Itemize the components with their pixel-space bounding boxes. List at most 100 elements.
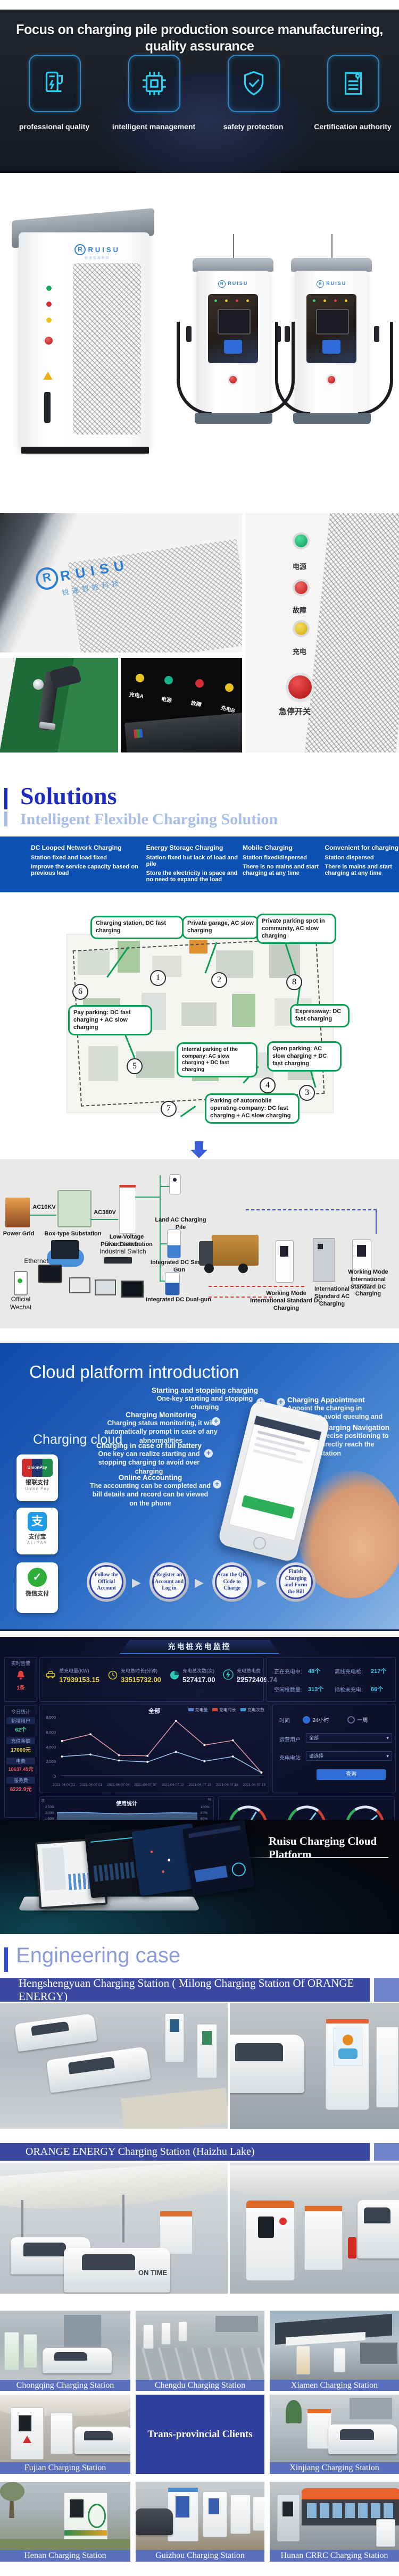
bell-icon	[17, 1671, 24, 1680]
charging-gun[interactable]	[374, 326, 379, 342]
stat-value: 17939153.15	[59, 1676, 99, 1684]
connector-line	[135, 1197, 160, 1198]
feature-title: Starting and stopping charging	[151, 1386, 259, 1394]
ac-mode-label: International Standard AC Charging	[314, 1286, 350, 1307]
pile-display[interactable]	[218, 309, 251, 334]
mini-light-label: 充电A	[129, 692, 144, 700]
red-dashed-line	[209, 1297, 272, 1298]
cabinet-card-reader[interactable]	[44, 392, 51, 423]
charger-shape	[23, 2334, 37, 2368]
stat-value: 527417.00	[182, 1676, 215, 1684]
dc-charger-photo	[276, 1240, 294, 1283]
charger-shape	[304, 2205, 343, 2270]
map-dot	[161, 1870, 165, 1874]
tick: 8,000	[46, 1715, 56, 1720]
charging-gun[interactable]	[285, 326, 290, 342]
strip-column-1: DC Looped Network Charging Station fixed…	[0, 837, 146, 892]
case-photo-haizhu-2	[230, 2163, 399, 2294]
charger-top-stripe	[326, 2019, 369, 2023]
mini-light-red	[195, 679, 204, 688]
cabinet-emergency-button[interactable]	[45, 337, 53, 345]
pile-body: R RUISU	[196, 271, 270, 414]
panel-screen-edge	[124, 712, 242, 752]
gun-stats-panel: 正在充电中: 48个 离线充电枪: 217个 空闲枪数量: 313个 插枪未充电…	[266, 1657, 396, 1702]
tick: 1,500	[45, 1817, 54, 1820]
pile-emergency-button[interactable]	[328, 376, 335, 383]
map-marker: 5	[127, 1058, 143, 1074]
charger-shape	[178, 2321, 187, 2341]
app-green-button[interactable]	[241, 1495, 295, 1519]
tick: 2021-04-06 22	[53, 1783, 76, 1787]
feature-full-battery: Charging in case of full battery One key…	[96, 1442, 202, 1476]
radio-label: 24小时	[312, 1718, 329, 1724]
lv-label: Low-Voltage Power Distribution	[101, 1234, 153, 1248]
query-button[interactable]: 查询	[317, 1769, 386, 1780]
step-arrow-icon: ▶	[132, 1576, 141, 1589]
charger-shape	[277, 2495, 300, 2541]
feature-label: Certification authority	[314, 122, 392, 131]
pile-screen-panel	[306, 294, 356, 363]
charger-top-stripe	[246, 2201, 294, 2208]
screen-line	[188, 1825, 241, 1838]
radio-week[interactable]: 一周	[347, 1715, 368, 1725]
radio-dot	[347, 1716, 355, 1724]
charger-shape	[11, 2407, 44, 2460]
radio-24h[interactable]: 24小时	[303, 1715, 329, 1725]
charger-screen	[176, 2496, 189, 2518]
canopy-shape	[230, 2165, 399, 2197]
gauge-dial	[346, 1805, 384, 1820]
tick: 2021-04-07 16	[215, 1783, 238, 1787]
solution-bubble: Charging station, DC fast charging	[90, 916, 184, 939]
cloud-platform-banner: Ruisu Charging Cloud Platform	[0, 1820, 399, 1934]
canopy-pole	[21, 2200, 23, 2253]
car-window	[235, 2043, 283, 2061]
stat-value: 33515732.00	[121, 1676, 161, 1684]
charging-gun[interactable]	[186, 326, 192, 342]
charger-shape	[326, 2019, 369, 2110]
pile-blue-sticker	[224, 340, 242, 354]
charger-shape	[161, 2322, 171, 2345]
user-select[interactable]: 全部▾	[306, 1733, 392, 1743]
charger-shape	[334, 2348, 345, 2372]
stat-label: 离线充电枪:	[335, 1669, 363, 1675]
phone-home-button[interactable]	[252, 1535, 268, 1551]
dc-charger-photo	[352, 1239, 371, 1285]
pile-emergency-button[interactable]	[229, 376, 237, 383]
platform-title: Ruisu Charging Cloud Platform	[269, 1835, 377, 1861]
pile-base	[195, 413, 272, 424]
tick: 2021-04-07 04	[107, 1783, 130, 1787]
unionpay-cn: 银联支付	[26, 1479, 49, 1486]
solution-bubble: Expressway: DC fast charging	[290, 1004, 350, 1027]
chip-icon	[143, 72, 166, 95]
power-grid-label: Power Grid	[3, 1231, 35, 1237]
tick: 2,000	[45, 1811, 54, 1815]
tick: 2,000	[46, 1759, 56, 1764]
charger-shape	[165, 2013, 184, 2062]
wechat-label: Official Wechat	[10, 1295, 32, 1311]
legend-label: 充电时长	[219, 1708, 236, 1712]
car-logo-text: ON TIME	[138, 2269, 168, 2277]
select-value: 全部	[309, 1735, 319, 1741]
building-block	[78, 950, 110, 975]
banner-accent	[374, 2143, 399, 2161]
case-photo-hengshengyuan-2	[230, 2003, 399, 2129]
pile-blue-sticker	[322, 340, 340, 354]
charger-logo	[23, 2436, 31, 2443]
switch-label: Industrial Switch	[99, 1248, 146, 1255]
trans-provincial-box: Trans-provincial Clients	[136, 2395, 264, 2474]
solution-bubble: Open parking: AC slow charging + DC fast…	[267, 1041, 342, 1072]
clock-icon	[108, 1670, 118, 1683]
car-shape	[43, 2348, 112, 2373]
station-select[interactable]: 请选择▾	[306, 1751, 392, 1761]
charging-cabinet: R RUISU 锐速智能科技	[19, 232, 149, 449]
top-stats-panel: 总充电量(KW) 17939153.15 充电总时长(分钟) 33515732.…	[39, 1657, 277, 1702]
strip-title: Convenient for charging	[325, 844, 399, 851]
emergency-stop-button[interactable]	[288, 675, 312, 699]
strip-column-2: Energy Storage Charging Station fixed bu…	[146, 837, 238, 892]
strip-line: Improve the service capacity based on pr…	[31, 864, 138, 876]
fault-light-red	[295, 581, 307, 594]
pile-display[interactable]	[316, 309, 349, 334]
screen-line	[90, 1836, 138, 1843]
mini-light-yellow	[136, 674, 144, 682]
truck-cab	[199, 1241, 213, 1266]
